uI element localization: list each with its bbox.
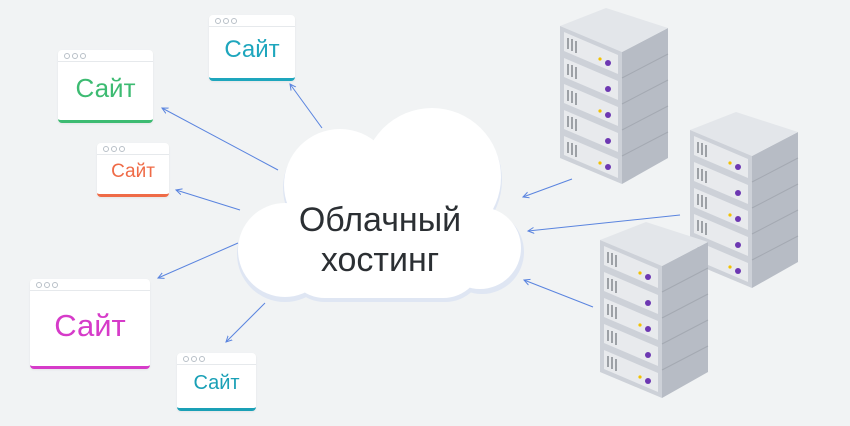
- arrow-to-site-2: [162, 108, 279, 171]
- site-label: Сайт: [224, 35, 280, 63]
- window-titlebar: [209, 15, 295, 27]
- site-window-3: Сайт: [97, 143, 169, 197]
- arrow-from-server-1: [523, 178, 573, 197]
- site-window-1: Сайт: [209, 15, 295, 81]
- cloud-title: Облачный хостинг: [250, 200, 510, 280]
- site-window-2: Сайт: [58, 50, 153, 123]
- window-titlebar: [177, 353, 256, 365]
- cloud-title-line-2: хостинг: [320, 241, 440, 279]
- arrow-from-server-3: [524, 280, 594, 308]
- arrow-to-site-4: [158, 242, 239, 278]
- window-titlebar: [30, 279, 150, 291]
- window-titlebar: [97, 143, 169, 155]
- server-rack-3: [599, 221, 709, 399]
- cloud-title-line-1: Облачный: [298, 201, 462, 239]
- arrow-to-site-3: [176, 190, 241, 211]
- site-window-5: Сайт: [177, 353, 256, 411]
- site-label: Сайт: [193, 372, 240, 394]
- site-label: Сайт: [75, 72, 136, 103]
- site-window-4: Сайт: [30, 279, 150, 369]
- arrow-to-site-1: [290, 84, 323, 129]
- site-label: Сайт: [54, 307, 126, 343]
- window-titlebar: [58, 50, 153, 62]
- server-rack-1: [559, 7, 669, 185]
- arrow-from-server-2: [528, 214, 681, 231]
- site-label: Сайт: [111, 160, 155, 182]
- arrow-to-site-5: [226, 302, 266, 342]
